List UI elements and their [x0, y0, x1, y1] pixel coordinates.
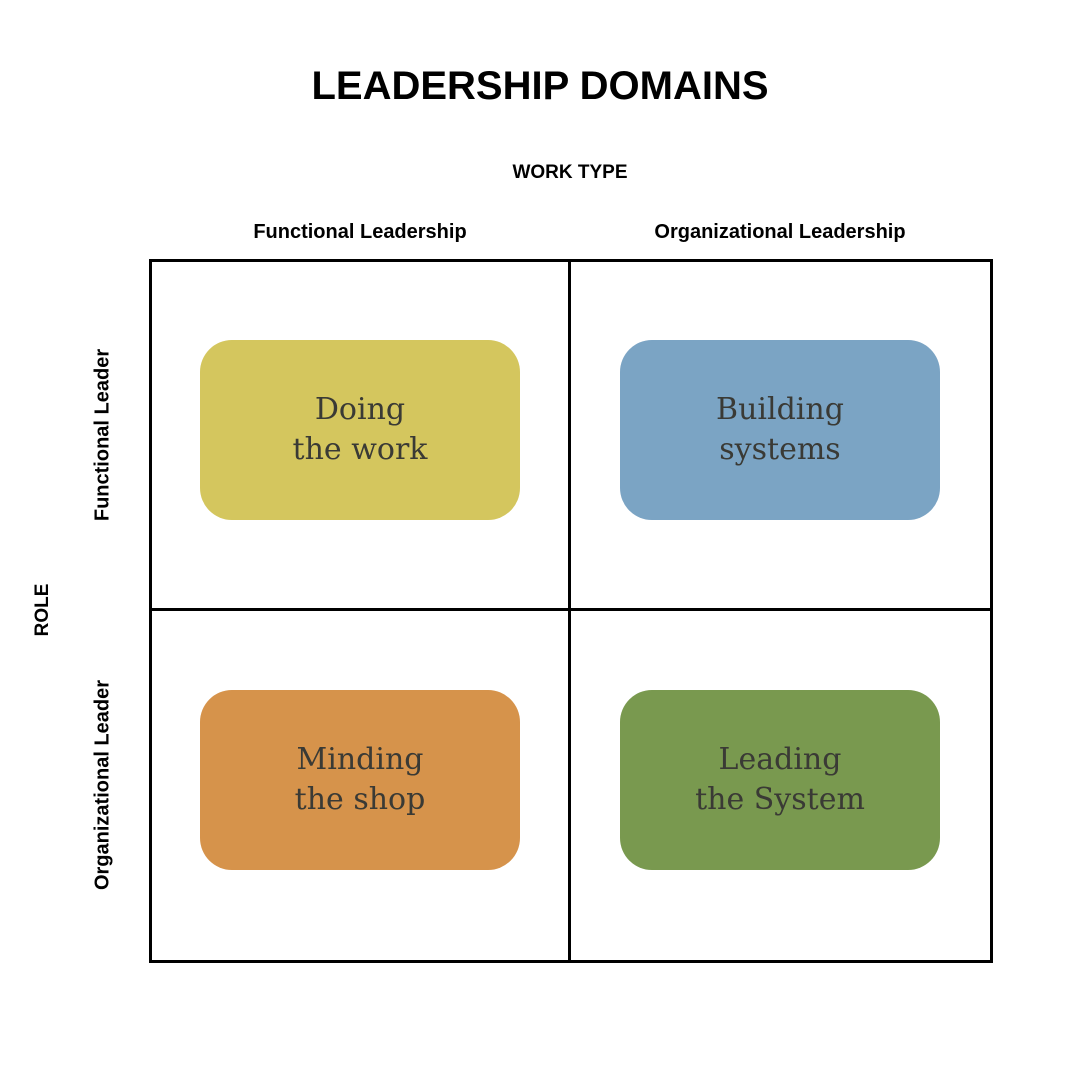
- x-axis-title: WORK TYPE: [512, 162, 628, 183]
- grid-divider-horizontal: [149, 608, 991, 611]
- column-header-functional-leadership: Functional Leadership: [253, 221, 467, 243]
- matrix-grid: [149, 259, 993, 963]
- row-header-organizational-leader: Organizational Leader: [91, 679, 114, 891]
- row-header-functional-leader: Functional Leader: [91, 348, 114, 522]
- diagram-title: LEADERSHIP DOMAINS: [311, 64, 769, 108]
- column-header-organizational-leadership: Organizational Leadership: [654, 221, 906, 243]
- y-axis-title: ROLE: [32, 583, 53, 637]
